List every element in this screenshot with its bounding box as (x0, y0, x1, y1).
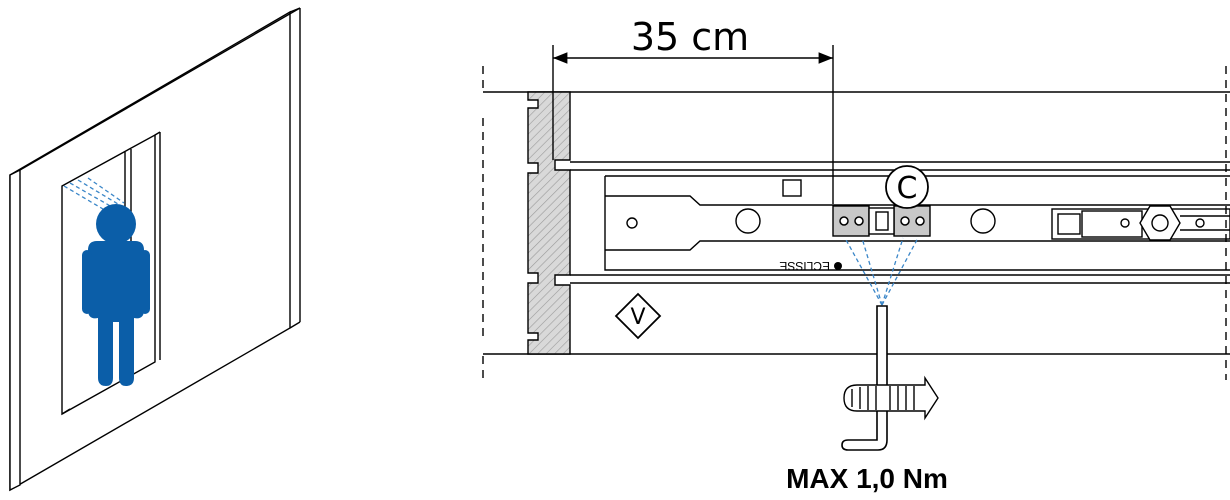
rotation-arrow-icon (843, 375, 939, 421)
brand-mark: ECLISSE (779, 259, 842, 273)
wall-door-illustration (9, 7, 301, 492)
sensor-rays (63, 177, 125, 213)
dimension-label: 35 cm (631, 15, 749, 59)
person-icon (82, 204, 150, 386)
dimension-35cm: 35 cm (552, 15, 834, 204)
component-marker (885, 165, 929, 209)
hex-key-tool (841, 305, 888, 451)
wall-edge (9, 168, 21, 492)
component-label: C (897, 171, 918, 206)
rail-detail-drawing: C ECLISSE V 35 cm (482, 15, 1230, 494)
clamp-component (832, 205, 931, 237)
reference-marker: V (614, 292, 662, 340)
trolley (1051, 205, 1230, 241)
reference-label: V (630, 305, 645, 330)
door-jamb (527, 91, 571, 355)
tool-rays (844, 237, 919, 306)
torque-label: MAX 1,0 Nm (786, 463, 948, 494)
svg-text:ECLISSE: ECLISSE (779, 259, 830, 273)
